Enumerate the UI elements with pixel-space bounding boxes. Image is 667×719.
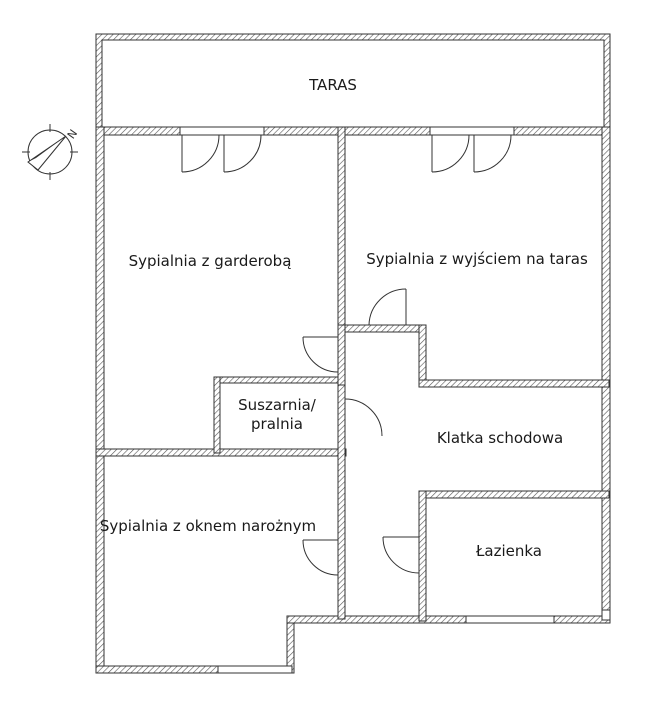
interior-walls: [95, 126, 610, 622]
compass-north-label: N: [65, 127, 80, 141]
room-label-bathroom: Łazienka: [475, 542, 542, 560]
room-label-bedroom-corner-window: Sypialnia z oknem narożnym: [100, 517, 316, 535]
compass-icon: N: [22, 124, 80, 180]
room-label-staircase: Klatka schodowa: [437, 429, 563, 447]
room-label-terrace: TARAS: [308, 76, 357, 94]
room-label-drying-room-line1: Suszarnia/: [238, 396, 317, 414]
room-label-bedroom-terrace-exit: Sypialnia z wyjściem na taras: [366, 250, 588, 268]
room-label-bedroom-wardrobe: Sypialnia z garderobą: [129, 252, 292, 270]
doors: [181, 134, 512, 576]
room-label-drying-room-line2: pralnia: [251, 415, 303, 433]
windows: [179, 126, 611, 674]
